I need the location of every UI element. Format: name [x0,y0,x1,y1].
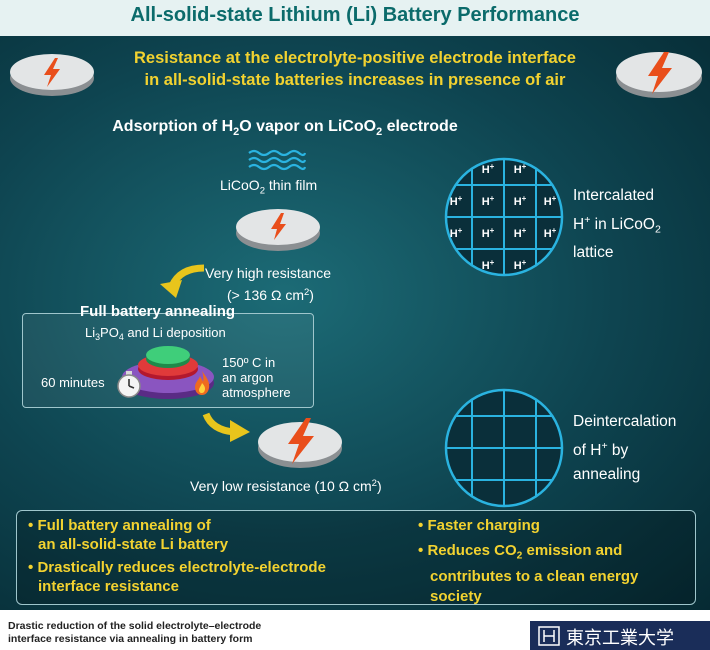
temperature-line-1: 150º C in [222,355,276,370]
temperature-label: 150º C in an argon atmosphere [222,355,291,400]
deintercalation-line-2: of H+ by [573,434,676,463]
university-logo-text: 東京工業大学 [566,628,674,649]
benefits-panel [16,510,696,605]
adsorption-heading: Adsorption of H2O vapor on LiCoO2 electr… [0,118,570,138]
intercalated-line-2: H+ in LiCoO2 [573,208,661,241]
duration-label: 60 minutes [41,375,105,390]
deposition-text-b: PO [100,325,119,340]
figure-caption: Drastic reduction of the solid electroly… [8,620,308,646]
stopwatch-icon [117,371,141,398]
thin-film-text: LiCoO [220,177,260,193]
bullet-icon: • [418,517,424,534]
intercalated-licoo: in LiCoO [590,215,655,233]
adsorption-text-b: O vapor on LiCoO [239,118,377,135]
bullet-icon: • [28,559,34,576]
deintercalation-h: of H [573,441,602,459]
caption-line-1: Drastic reduction of the solid electroly… [8,620,262,632]
intercalated-h: H [573,215,585,233]
benefit-resistance: • Drastically reduces electrolyte-electr… [28,558,398,577]
title-band [0,0,710,36]
temperature-line-2: an argon [222,370,274,385]
lightning-bolt-icon [648,52,672,94]
benefit-annealing-line-2: an all-solid-state Li battery [38,536,229,553]
bullet-icon: • [418,542,424,559]
high-resistance-label: Very high resistance (> 136 Ω cm2) [205,263,355,305]
benefit-co2-line-3: society [430,587,482,605]
page-title: All-solid-state Lithium (Li) Battery Per… [130,4,580,26]
intercalated-line-1: Intercalated [573,187,654,204]
benefit-charging: • Faster charging [418,516,688,536]
adsorption-text-a: Adsorption of H [112,118,234,135]
bullet-icon: • [28,517,34,534]
temperature-line-3: atmosphere [222,385,291,400]
deposition-text-c: and Li deposition [123,325,226,340]
benefit-co2-line-2: contributes to a clean energy [430,567,639,585]
water-waves-icon [248,149,307,171]
annealing-title: Full battery annealing [80,303,236,320]
lightning-bolt-icon [271,213,286,240]
thin-film-sub: 2 [259,185,265,197]
adsorption-sub-1: 2 [233,125,240,138]
benefits-right: • Faster charging • Reduces CO2 emission… [418,516,688,607]
curved-arrow-icon [202,412,250,442]
intercalated-label: Intercalated H+ in LiCoO2 lattice [573,184,661,265]
deintercalation-line-1: Deintercalation [573,413,677,430]
low-resistance-label: Very low resistance (10 Ω cm2) [190,478,382,494]
benefit-charging-text: Faster charging [427,517,540,534]
benefit-co2-sub: 2 [516,550,523,562]
high-resistance-close: ) [309,287,314,304]
battery-stack-icon [122,346,214,399]
university-logo: 東京工業大学 [530,621,710,650]
deposition-text-a: Li [85,325,96,340]
intercalated-sub: 2 [654,223,661,236]
electrode-disc-top-right [616,52,702,98]
benefit-co2-prefix: Reduces CO [427,542,517,559]
university-logo-icon [538,626,560,646]
adsorption-sub-2: 2 [376,125,383,138]
lightning-bolt-icon [44,58,60,87]
high-resistance-value: (> 136 Ω cm [227,287,304,304]
deintercalation-line-3: annealing [573,465,641,483]
lightning-bolt-icon [288,418,314,464]
electrode-disc-top-left [10,54,94,96]
benefits-left: • Full battery annealing of an all-solid… [28,516,398,596]
headline: Resistance at the electrolyte-positive e… [60,47,650,91]
thin-film-suffix: thin film [264,177,318,193]
benefit-resistance-line-2: interface resistance [38,578,179,595]
low-resistance-text: Very low resistance (10 Ω cm [190,478,372,495]
deintercalation-by: by [607,441,629,459]
benefit-co2: • Reduces CO2 emission and [418,541,688,567]
low-resistance-sup: 2 [371,478,377,489]
low-resistance-close: ) [376,478,382,495]
electrode-disc-low-resistance [258,418,342,468]
benefit-annealing: • Full battery annealing of [28,516,398,535]
intercalated-lattice-icon: H+H+H+H+H+H+H+H+H+H+H+H+ [444,157,564,277]
curved-arrow-icon [160,264,205,298]
headline-line-2: in all-solid-state batteries increases i… [144,71,566,89]
intercalated-line-3: lattice [573,244,614,262]
headline-line-1: Resistance at the electrolyte-positive e… [133,49,576,67]
high-resistance-line-2: (> 136 Ω cm2) [205,283,355,305]
adsorption-text-c: electrode [382,118,458,135]
intercalated-sup: + [584,214,591,226]
high-resistance-sup: 2 [304,287,310,298]
electrode-disc-high-resistance [236,209,320,251]
benefit-resistance-line-1: Drastically reduces electrolyte-electrod… [37,559,326,576]
deintercalation-label: Deintercalation of H+ by annealing [573,410,676,487]
benefit-co2-suffix: emission and [522,542,623,559]
high-resistance-line-1: Very high resistance [205,265,332,281]
deintercalated-lattice-icon [444,388,564,508]
caption-line-2: interface resistance via annealing in ba… [8,633,253,645]
flame-icon [195,371,210,395]
benefit-annealing-line-1: Full battery annealing of [37,517,211,534]
thin-film-label: LiCoO2 thin film [220,177,317,196]
deposition-sub-1: 3 [95,332,101,343]
deposition-sub-2: 4 [118,332,124,343]
deintercalation-sup: + [601,440,608,452]
deposition-label: Li3PO4 and Li deposition [85,325,226,342]
main-panel [0,36,710,610]
